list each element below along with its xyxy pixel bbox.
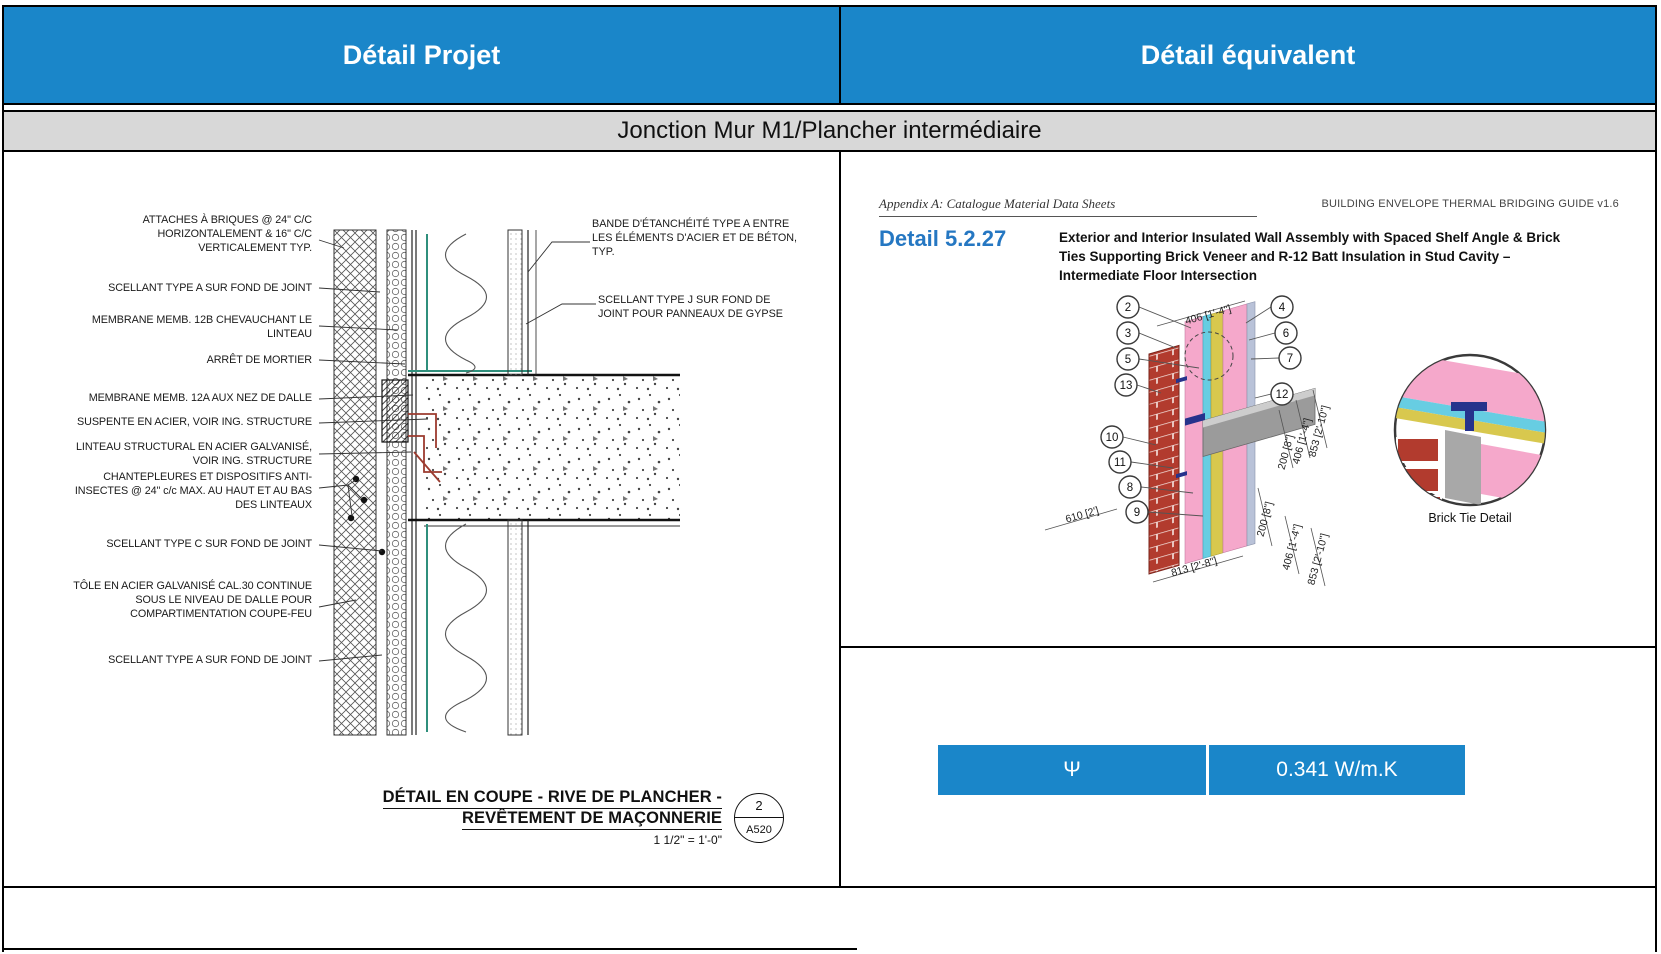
header-project-title: Détail Projet [342,39,501,70]
annotation-label: SCELLANT TYPE A SUR FOND DE JOINT [108,282,312,294]
header-divider [839,7,841,103]
dimension-lines [1044,300,1328,587]
guide-header-rule [879,216,1257,217]
callout-number: 11 [1114,457,1126,469]
detail-number: 2 [735,794,783,818]
wall-assembly [1148,301,1316,575]
header-cell-equivalent: Détail équivalent [841,7,1655,103]
callout-badge: 8 [1118,475,1142,499]
annotation-label: SUSPENTE EN ACIER, VOIR ING. STRUCTURE [77,416,312,428]
drawing-title-text: DÉTAIL EN COUPE - RIVE DE PLANCHER - REV… [382,788,722,847]
callout-number: 13 [1120,380,1133,392]
wall-section-drawing [318,229,680,736]
callout-number: 2 [1125,302,1131,314]
inset-caption: Brick Tie Detail [1428,511,1511,525]
dimension-label: 200 [8"] [1255,500,1276,538]
junction-title: Jonction Mur M1/Plancher intermédiaire [617,117,1042,144]
outer-border-bottom-partial [2,948,857,950]
isometric-detail-drawing: 2 3 5 13 10 11 8 9 4 6 7 12 406 [1'-4"] … [1044,295,1547,587]
project-detail-cell: ATTACHES À BRIQUES @ 24" C/C HORIZONTALE… [4,152,839,886]
band-top-border [4,110,1655,112]
right-cell-divider [841,646,1655,648]
brick-tie-inset: Brick Tie Detail [1393,353,1547,525]
psi-table: Ψ 0.341 W/m.K [938,745,1465,795]
detail-reference: Detail 5.2.27 [879,226,1007,251]
callout-number: 4 [1279,302,1286,314]
callout-number: 3 [1125,328,1131,340]
annotation-label: SCELLANT TYPE C SUR FOND DE JOINT [106,538,312,550]
callout-number: 10 [1106,432,1119,444]
psi-symbol: Ψ [1063,758,1081,781]
dimension-label: 610 [2'] [1064,505,1100,526]
annotation-label: TÔLE EN ACIER GALVANISÉ CAL.30 CONTINUE … [73,580,312,620]
equivalent-detail-cell: Appendix A: Catalogue Material Data Shee… [841,152,1655,886]
callout-leaders [1122,306,1280,517]
callout-number: 9 [1134,507,1140,519]
annotation-label: ATTACHES À BRIQUES @ 24" C/C HORIZONTALE… [142,214,312,254]
drawing-title-block: DÉTAIL EN COUPE - RIVE DE PLANCHER - REV… [334,788,784,847]
annotation-label: SCELLANT TYPE A SUR FOND DE JOINT [108,654,312,666]
callout-number: 6 [1283,328,1289,340]
callout-number: 5 [1125,354,1131,366]
dimension-label: 406 [1'-4"] [1280,523,1304,572]
drawing-title-line1: DÉTAIL EN COUPE - RIVE DE PLANCHER - [382,788,722,809]
drawing-title-line2: REVÊTEMENT DE MAÇONNERIE [461,809,722,830]
annotation-label: ARRÊT DE MORTIER [206,354,312,366]
detail-description: Exterior and Interior Insulated Wall Ass… [1059,230,1561,284]
sheet-number: A520 [746,823,772,836]
callout-number: 12 [1276,389,1289,401]
annotation-label: MEMBRANE MEMB. 12B CHEVAUCHANT LE LINTEA… [91,314,312,340]
header-row: Détail Projet Détail équivalent [4,7,1655,103]
callout-badge: 3 [1116,321,1140,345]
callout-badge: 7 [1278,346,1302,370]
outer-border-left [2,5,4,952]
psi-value-cell: 0.341 W/m.K [1209,745,1465,795]
outer-border-right [1655,5,1657,952]
guide-title-header: BUILDING ENVELOPE THERMAL BRIDGING GUIDE… [1321,198,1619,210]
callout-badge: 6 [1274,321,1298,345]
callout-badge: 11 [1108,450,1132,474]
callout-badge: 10 [1100,425,1124,449]
guide-appendix-header: Appendix A: Catalogue Material Data Shee… [879,196,1116,211]
callout-badge: 9 [1125,500,1149,524]
main-bottom-border [4,886,1655,888]
annotation-label: CHANTEPLEURES ET DISPOSITIFS ANTI-INSECT… [74,471,312,511]
dimension-label: 853 [2'-10"] [1305,532,1330,586]
callout-badge: 4 [1270,295,1294,319]
outer-border-top [2,5,1657,7]
callout-badge: 5 [1116,347,1140,371]
annotation-label: SCELLANT TYPE J SUR FOND DE JOINT POUR P… [598,294,783,320]
header-bottom-border [4,103,1655,105]
detail-reference-bubble: 2 A520 [734,792,784,843]
header-cell-project: Détail Projet [4,7,839,103]
callout-badge: 13 [1114,373,1138,397]
psi-symbol-cell: Ψ [938,745,1206,795]
drawing-scale: 1 1/2" = 1'-0" [653,833,722,847]
annotation-label: LINTEAU STRUCTURAL EN ACIER GALVANISÉ, V… [76,441,312,467]
callout-badge: 2 [1116,295,1140,319]
callout-number: 7 [1287,353,1293,365]
callout-badges: 2 3 5 13 10 11 8 9 4 6 7 12 [1100,295,1302,524]
band-bottom-border [4,150,1655,152]
header-equivalent-title: Détail équivalent [1140,39,1356,70]
callout-number: 8 [1127,482,1133,494]
psi-value: 0.341 W/m.K [1276,758,1398,781]
main-column-divider [839,152,841,886]
junction-band: Jonction Mur M1/Plancher intermédiaire [4,112,1655,150]
annotation-label: BANDE D'ÉTANCHÉITÉ TYPE A ENTRE LES ÉLÉM… [592,218,798,258]
callout-badge: 12 [1270,382,1294,406]
annotation-label: MEMBRANE MEMB. 12A AUX NEZ DE DALLE [88,392,312,404]
leader-lines [318,239,596,662]
